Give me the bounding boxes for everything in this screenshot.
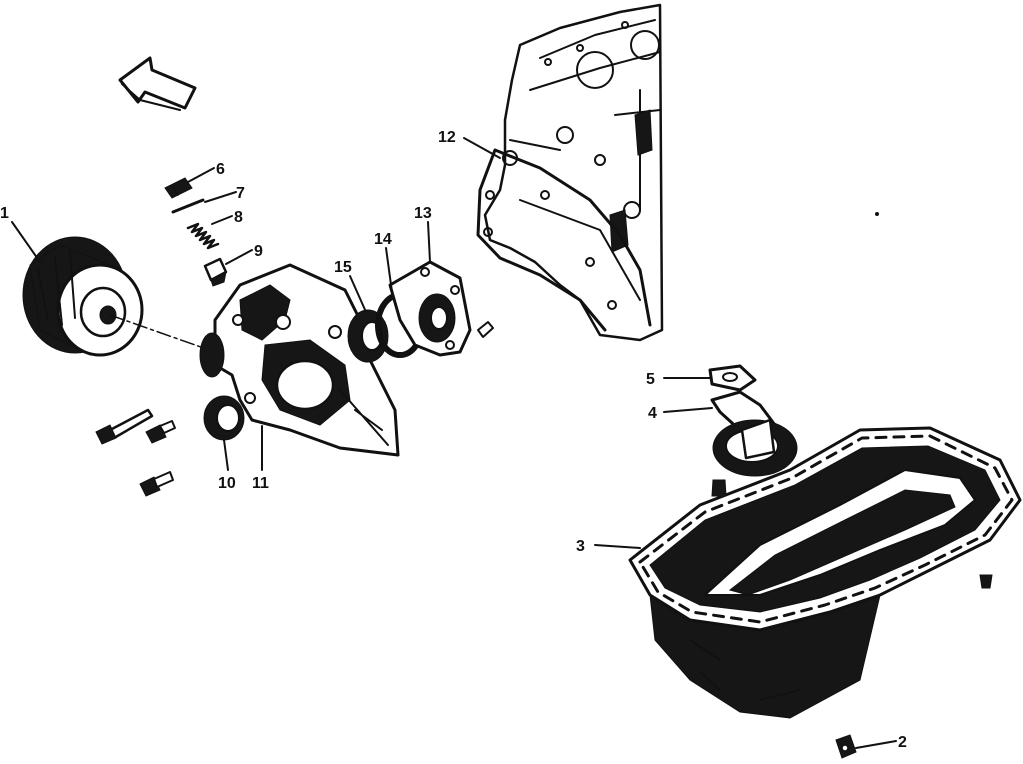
callout-13: 13 — [414, 205, 432, 222]
part-6-plug — [164, 177, 193, 199]
speck — [875, 212, 879, 216]
leader-lines — [11, 137, 897, 749]
part-3-oil-pan — [628, 426, 1022, 719]
part-12-gasket — [476, 148, 652, 332]
callout-7: 7 — [236, 185, 245, 202]
part-1-oil-filter — [22, 236, 144, 357]
oil-pan-bolt — [711, 479, 993, 589]
part-2-drain-plug — [835, 734, 857, 759]
part-7-gasket — [171, 198, 205, 214]
pump-bolt-long — [95, 408, 154, 445]
dowel-pin — [477, 321, 494, 338]
callout-9: 9 — [254, 243, 263, 260]
pump-bolt-lower — [139, 471, 174, 497]
callout-11: 11 — [252, 475, 269, 492]
callout-1: 1 — [0, 205, 9, 222]
part-9-relief-valve — [203, 257, 228, 287]
callout-labels: 1 2 3 4 5 6 7 8 9 10 11 12 13 14 15 — [0, 129, 907, 751]
callout-12: 12 — [438, 129, 456, 146]
part-4-oil-strainer — [710, 390, 798, 477]
part-5-strainer-gasket — [708, 364, 757, 392]
callout-5: 5 — [646, 371, 655, 388]
callout-6: 6 — [216, 161, 225, 178]
pump-bolt-short — [145, 420, 176, 444]
engine-block — [483, 3, 664, 342]
engine-front-arrow-icon — [118, 56, 197, 111]
assembly-center-line — [109, 314, 216, 353]
part-13-pump-cover — [388, 260, 472, 357]
callout-14: 14 — [374, 231, 392, 248]
callout-8: 8 — [234, 209, 243, 226]
callout-15: 15 — [334, 259, 352, 276]
callout-3: 3 — [576, 538, 585, 555]
callout-2: 2 — [898, 734, 907, 751]
part-11-oil-pump-body — [199, 263, 400, 457]
part-8-spring — [186, 222, 220, 250]
part-10-seal — [203, 395, 245, 441]
callout-4: 4 — [648, 405, 657, 422]
callout-10: 10 — [218, 475, 236, 492]
